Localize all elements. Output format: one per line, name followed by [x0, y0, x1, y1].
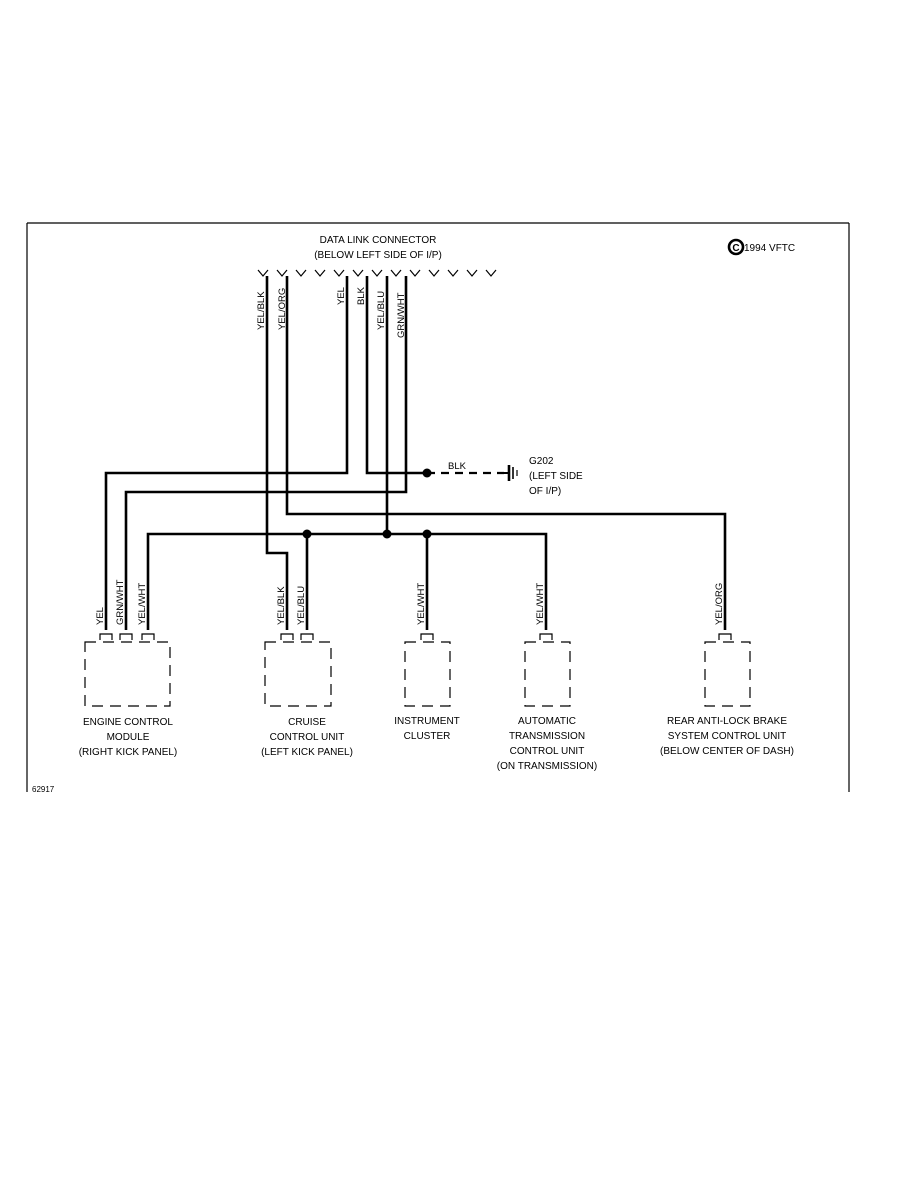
abs-control-unit-box: [704, 641, 751, 707]
wire-grn-wht: [124, 276, 408, 630]
trans-wire-label-yel-wht: YEL/WHT: [535, 583, 546, 625]
wire-yel-blk: [265, 276, 289, 630]
abs-wire-label-yel-org: YEL/ORG: [714, 583, 725, 625]
wires: [104, 276, 727, 630]
instrument-cluster-box: [404, 641, 451, 707]
figure-id: 62917: [32, 785, 55, 794]
connector-pins: [257, 269, 497, 277]
module-pin-hooks: [99, 633, 732, 640]
ground-wire-label: BLK: [448, 461, 467, 472]
ground-symbol-icon: [504, 465, 518, 481]
ground-location-line2: OF I/P): [529, 486, 561, 497]
abs-label-line2: SYSTEM CONTROL UNIT: [668, 731, 787, 742]
ground-id: G202: [529, 456, 554, 467]
cruise-control-unit-box: [264, 641, 332, 707]
diagram-frame: [26, 222, 850, 792]
wire-bus-yel-wht: [146, 532, 548, 630]
ecm-label-line2: MODULE: [107, 732, 150, 743]
splice-cruise: [302, 529, 312, 539]
wire-label-yel: YEL: [336, 287, 347, 305]
cruise-label-line3: (LEFT KICK PANEL): [261, 747, 353, 758]
cluster-label-line2: CLUSTER: [404, 731, 451, 742]
copyright-mark: C: [727, 238, 745, 256]
cruise-label-line2: CONTROL UNIT: [270, 732, 345, 743]
wire-yel: [104, 276, 349, 630]
cruise-wire-label-yel-blk: YEL/BLK: [276, 586, 287, 625]
trans-label-line3: CONTROL UNIT: [510, 746, 585, 757]
wire-label-yel-blu: YEL/BLU: [376, 291, 387, 330]
splice-yel-blu: [382, 529, 392, 539]
trans-label-line4: (ON TRANSMISSION): [497, 761, 597, 772]
trans-label-line2: TRANSMISSION: [509, 731, 585, 742]
trans-label-line1: AUTOMATIC: [518, 716, 576, 727]
wire-label-yel-org: YEL/ORG: [277, 288, 288, 330]
cruise-wire-label-yel-blu: YEL/BLU: [296, 586, 307, 625]
wire-label-grn-wht: GRN/WHT: [396, 292, 407, 338]
abs-label-line3: (BELOW CENTER OF DASH): [660, 746, 794, 757]
wire-yel-org: [285, 276, 727, 630]
splice-blk: [422, 468, 432, 478]
ground-location-line1: (LEFT SIDE: [529, 471, 583, 482]
cruise-label-line1: CRUISE: [288, 717, 326, 728]
svg-text:C: C: [732, 243, 739, 254]
ecm-wire-label-yel-wht: YEL/WHT: [137, 583, 148, 625]
abs-label-line1: REAR ANTI-LOCK BRAKE: [667, 716, 787, 727]
engine-control-module-box: [84, 641, 171, 707]
wire-label-yel-blk: YEL/BLK: [256, 291, 267, 330]
cluster-wire-label-yel-wht: YEL/WHT: [416, 583, 427, 625]
cluster-label-line1: INSTRUMENT: [394, 716, 460, 727]
wire-label-blk: BLK: [356, 286, 367, 305]
connector-title: DATA LINK CONNECTOR: [320, 235, 437, 246]
copyright-text: 1994 VFTC: [744, 243, 795, 254]
ecm-label-line1: ENGINE CONTROL: [83, 717, 173, 728]
transmission-control-unit-box: [524, 641, 571, 707]
ecm-label-line3: (RIGHT KICK PANEL): [79, 747, 178, 758]
splice-cluster: [422, 529, 432, 539]
ecm-wire-label-grn-wht: GRN/WHT: [115, 579, 126, 625]
ecm-wire-label-yel: YEL: [95, 607, 106, 625]
connector-location: (BELOW LEFT SIDE OF I/P): [314, 250, 442, 261]
